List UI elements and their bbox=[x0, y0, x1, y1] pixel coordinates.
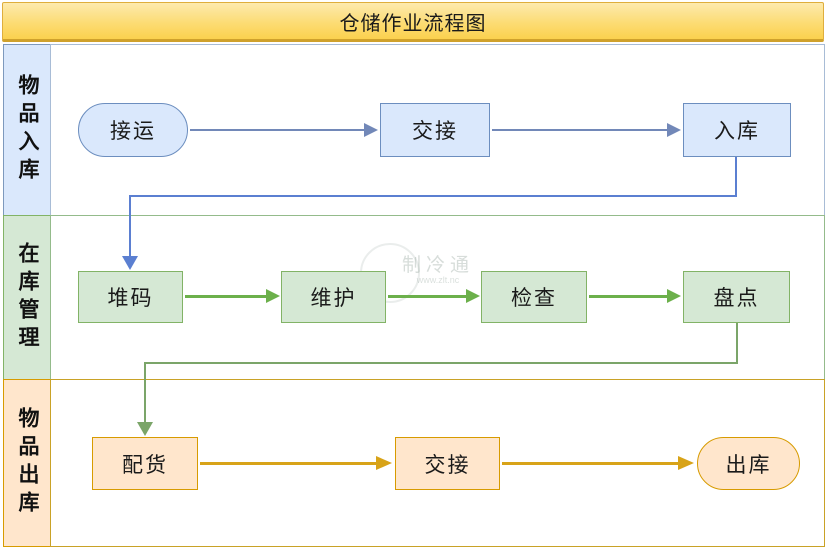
connector-warehouse-to-stack-v2 bbox=[129, 195, 131, 257]
connector-warehouse-to-stack-v1 bbox=[735, 157, 737, 197]
node-maintain: 维护 bbox=[281, 271, 386, 323]
node-handover-out: 交接 bbox=[395, 437, 500, 490]
arrowhead-icon bbox=[137, 422, 153, 436]
connector-warehouse-to-stack-h bbox=[129, 195, 737, 197]
arrowhead-icon bbox=[667, 123, 681, 137]
arrow-inspect-to-count bbox=[589, 295, 668, 298]
node-pick: 配货 bbox=[92, 437, 198, 490]
watermark-text: 制冷通 bbox=[401, 255, 474, 276]
arrow-maintain-to-inspect bbox=[388, 295, 467, 298]
arrow-handover-to-warehouse bbox=[492, 129, 667, 131]
node-receive: 接运 bbox=[78, 103, 188, 157]
node-warehouse-in: 入库 bbox=[683, 103, 791, 157]
lane-label-storage: 在库管理 bbox=[3, 215, 51, 380]
title-bar: 仓储作业流程图 bbox=[2, 2, 824, 42]
node-handover-in: 交接 bbox=[380, 103, 490, 157]
connector-count-to-pick-v1 bbox=[736, 323, 738, 364]
arrowhead-icon bbox=[364, 123, 378, 137]
node-stack: 堆码 bbox=[78, 271, 183, 323]
lane-label-outbound: 物品出库 bbox=[3, 379, 51, 547]
arrowhead-icon bbox=[466, 289, 480, 303]
node-warehouse-out: 出库 bbox=[697, 437, 800, 490]
connector-count-to-pick-v2 bbox=[144, 362, 146, 423]
arrow-stack-to-maintain bbox=[185, 295, 267, 298]
arrowhead-icon bbox=[266, 289, 280, 303]
connector-count-to-pick-h bbox=[144, 362, 738, 364]
arrow-handover-to-out bbox=[502, 462, 678, 465]
lane-label-inbound: 物品入库 bbox=[3, 44, 51, 216]
node-inspect: 检查 bbox=[481, 271, 587, 323]
arrowhead-icon bbox=[667, 289, 681, 303]
watermark-url: www.zlt.nc bbox=[416, 275, 460, 285]
arrow-receive-to-handover bbox=[190, 129, 366, 131]
arrow-pick-to-handover bbox=[200, 462, 376, 465]
node-count: 盘点 bbox=[683, 271, 790, 323]
arrowhead-icon bbox=[678, 456, 694, 470]
arrowhead-icon bbox=[376, 456, 392, 470]
arrowhead-icon bbox=[122, 256, 138, 270]
page-title: 仓储作业流程图 bbox=[339, 12, 487, 35]
